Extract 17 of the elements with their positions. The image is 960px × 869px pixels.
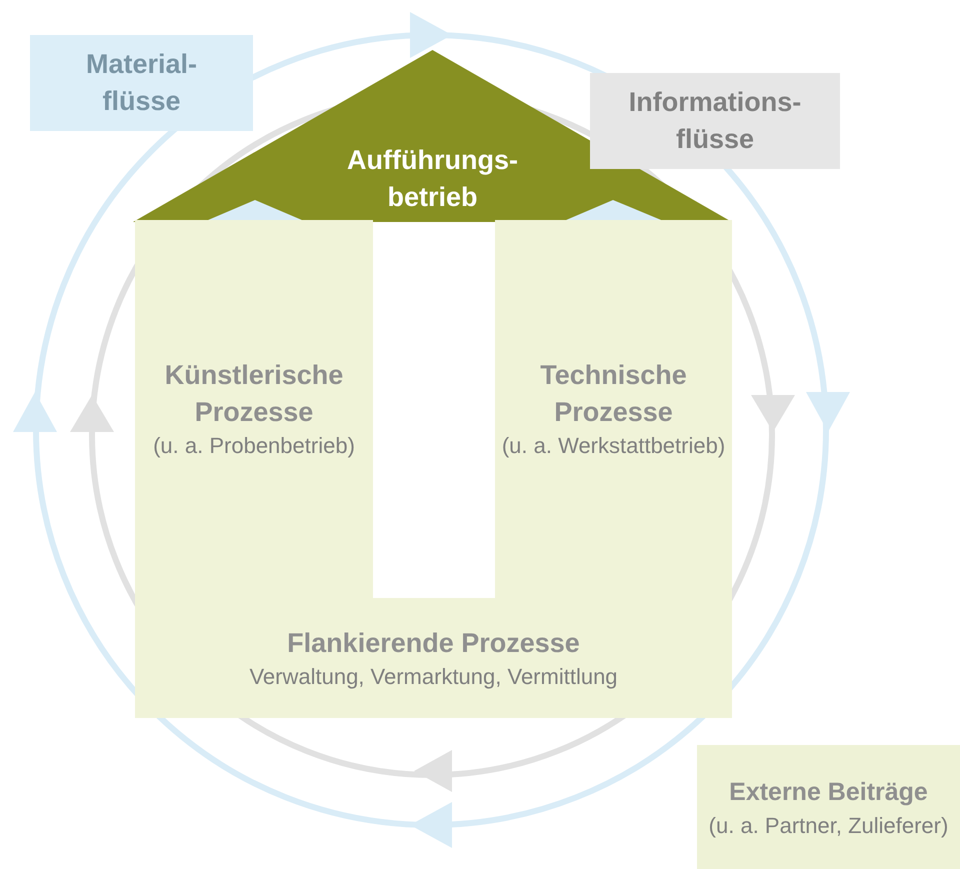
- box-heading: Material- flüsse: [84, 48, 198, 118]
- box-heading: Technische Prozesse: [539, 359, 688, 429]
- box-text: Verwaltung, Vermarktung, Vermittlung: [249, 662, 618, 691]
- pillar-box: [135, 220, 373, 598]
- box-heading: Künstlerische Prozesse: [164, 359, 344, 429]
- pillar-box: [495, 220, 732, 598]
- box-heading: Flankierende Prozesse: [287, 626, 580, 660]
- box-heading: Informations- flüsse: [628, 86, 802, 156]
- box-heading: Externe Beiträge: [729, 776, 928, 808]
- box-text: (u. a. Werkstattbetrieb): [502, 432, 726, 460]
- base-box: [135, 598, 732, 718]
- flow-label-box: [30, 35, 253, 131]
- external-box: [697, 745, 960, 869]
- box-text: (u. a. Partner, Zulieferer): [708, 812, 948, 840]
- box-text: (u. a. Probenbetrieb): [153, 432, 355, 460]
- flow-label-box: [590, 73, 840, 169]
- box-heading: Aufführungs- betrieb: [346, 144, 519, 214]
